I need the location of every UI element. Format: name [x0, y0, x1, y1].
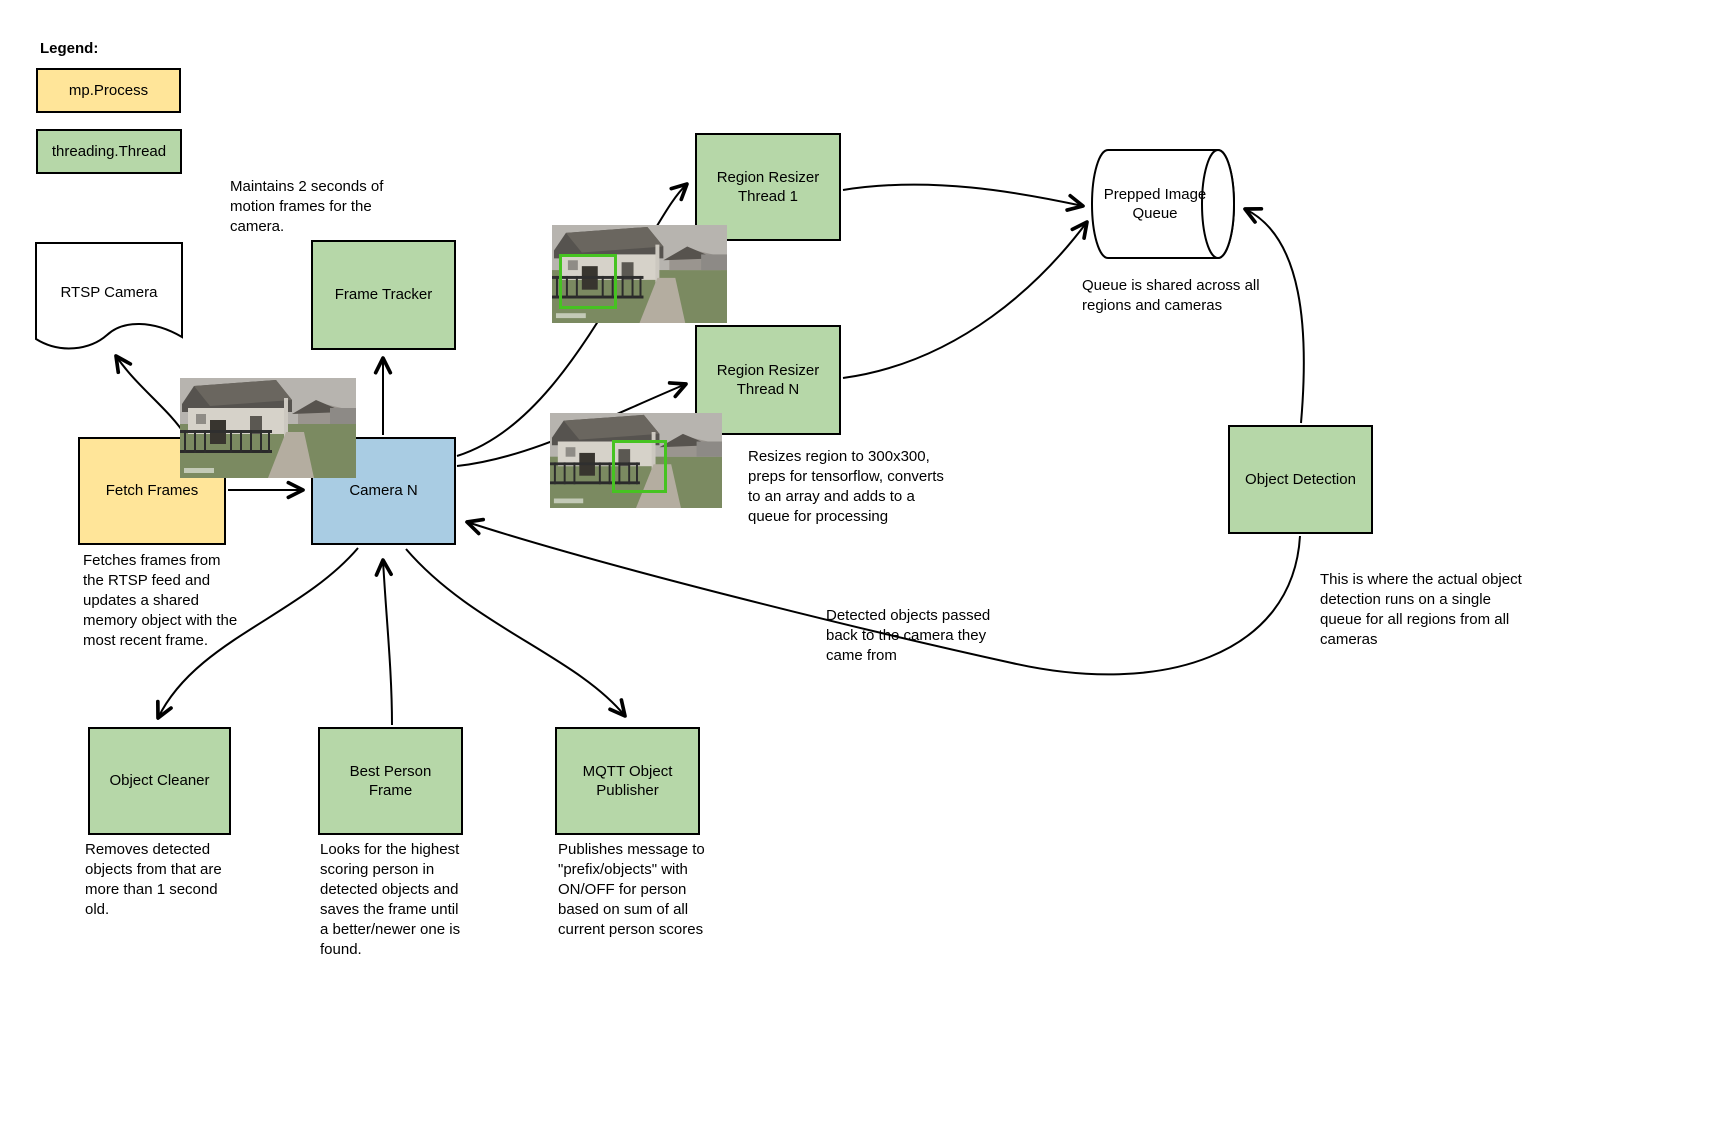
camera-frame-image	[180, 378, 356, 478]
arrow-camera-to-mqtt	[405, 548, 627, 718]
node-mqtt-object-publisher: MQTT Object Publisher	[555, 727, 700, 835]
camera-frame-image-region-n	[550, 413, 722, 508]
note-frame-tracker: Maintains 2 seconds of motion frames for…	[230, 178, 384, 235]
note-fetch-frames: Fetches frames from the RTSP feed and up…	[83, 552, 238, 649]
camera-frame-image-region-1	[552, 225, 727, 323]
prepped-image-queue-label: Prepped Image Queue	[1103, 185, 1207, 223]
note-object-cleaner: Removes detected objects from that are m…	[85, 841, 222, 918]
node-rtsp-camera: RTSP Camera	[35, 242, 183, 357]
legend-item-mp-process: mp.Process	[36, 68, 181, 113]
legend-item-threading-thread: threading.Thread	[36, 129, 182, 174]
node-prepped-image-queue: Prepped Image Queue	[1090, 148, 1238, 260]
arrow-resizer1-to-queue	[842, 183, 1085, 212]
note-region-resizer: Resizes region to 300x300, preps for ten…	[748, 448, 944, 525]
note-mqtt: Publishes message to "prefix/objects" wi…	[558, 841, 705, 938]
detection-bounding-box	[559, 254, 617, 310]
node-fetch-frames: Fetch Frames	[78, 437, 226, 545]
note-best-person-frame: Looks for the highest scoring person in …	[320, 841, 461, 958]
arrow-detection-to-queue	[1243, 206, 1305, 424]
document-shape	[35, 242, 183, 350]
node-object-detection: Object Detection	[1228, 425, 1373, 534]
legend-title: Legend:	[40, 40, 99, 57]
arrow-resizerN-to-queue	[842, 220, 1089, 379]
node-frame-tracker: Frame Tracker	[311, 240, 456, 350]
note-queue-shared: Queue is shared across all regions and c…	[1082, 277, 1260, 314]
detection-bounding-box	[611, 439, 667, 493]
rtsp-camera-label: RTSP Camera	[60, 283, 158, 301]
note-object-detection: This is where the actual object detectio…	[1320, 571, 1522, 648]
node-region-resizer-thread-1: Region Resizer Thread 1	[695, 133, 841, 241]
node-best-person-frame: Best Person Frame	[318, 727, 463, 835]
note-detected-objects: Detected objects passed back to the came…	[826, 607, 991, 664]
arrow-fetch-to-rtsp	[114, 354, 187, 437]
node-object-cleaner: Object Cleaner	[88, 727, 231, 835]
arrow-best-person-to-camera	[374, 558, 393, 726]
